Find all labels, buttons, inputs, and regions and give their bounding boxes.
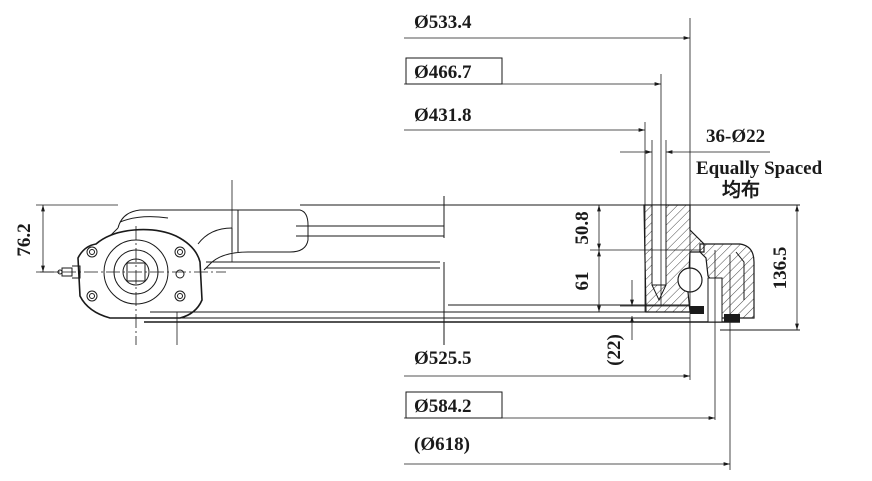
note-equally-spaced-cn: 均布 (722, 178, 760, 201)
dim-762: 76.2 (14, 223, 35, 256)
dim-61: 61 (572, 272, 593, 291)
dim-22: (22) (604, 334, 625, 366)
dim-508: 50.8 (572, 211, 593, 244)
dim-d618: (Ø618) (414, 434, 470, 455)
note-equally-spaced: Equally Spaced (696, 158, 823, 179)
dim-d5842: Ø584.2 (414, 396, 472, 417)
dim-1365: 136.5 (770, 247, 791, 290)
drive-housing (40, 180, 309, 345)
dim-d5334: Ø533.4 (414, 12, 472, 33)
dim-d5255: Ø525.5 (414, 348, 472, 369)
dim-d4667: Ø466.7 (414, 62, 472, 83)
basic-dimension-frame-2 (405, 391, 503, 419)
ring-cross-section (640, 204, 800, 331)
basic-dimension-frame-1 (405, 57, 503, 85)
dim-d4318: Ø431.8 (414, 105, 472, 126)
dim-holes: 36-Ø22 (706, 126, 765, 147)
